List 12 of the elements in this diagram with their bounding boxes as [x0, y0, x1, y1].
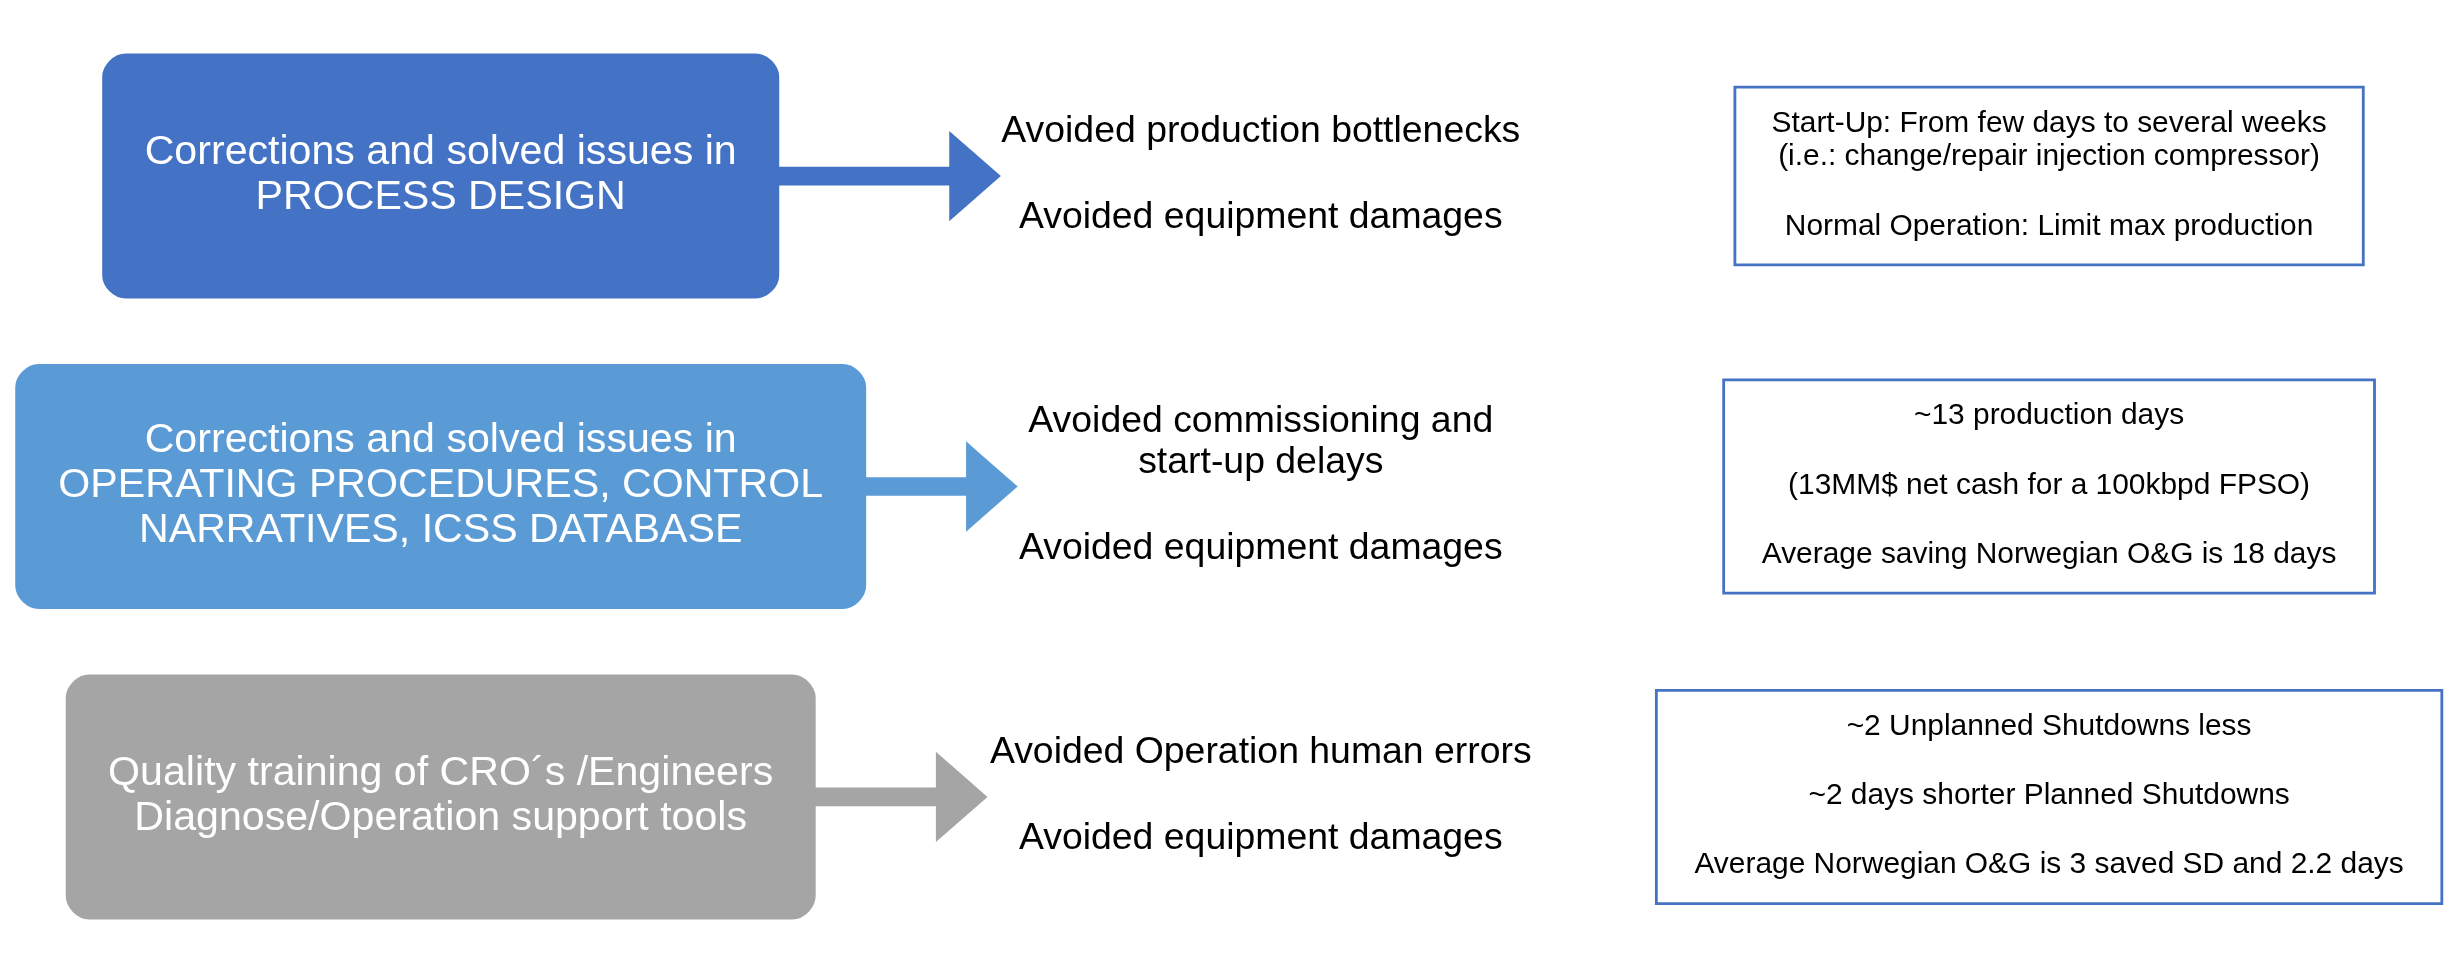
arrow	[865, 441, 1018, 532]
node-box: ~13 production days (13MM$ net cash for a 100kbpd FPSO) Average saving Norwegian O&G is 18 days	[1722, 378, 2376, 595]
node-text: Avoided production bottlenecks Avoided equipment damages	[1001, 108, 1521, 237]
node-box: Start-Up: From few days to several weeks (i.e.: change/repair injection compressor) Normal Operation: Limit max production	[1733, 85, 2365, 267]
arrow	[814, 751, 988, 843]
arrow	[778, 130, 1001, 222]
node-text: Avoided commissioning and start-up delays Avoided equipment damages	[1018, 398, 1503, 568]
node-box: ~2 Unplanned Shutdowns less ~2 days shorter Planned Shutdowns Average Norwegian O&G is 3 saved SD and 2.2 days	[1654, 688, 2444, 905]
node-box: Quality training of CRO´s /Engineers Diagnose/Operation support tools	[65, 674, 816, 920]
node-text: Avoided Operation human errors Avoided equipment damages	[989, 729, 1532, 858]
node-box: Corrections and solved issues in OPERATING PROCEDURES, CONTROL NARRATIVES, ICSS DATABASE	[15, 364, 867, 609]
node-box: Corrections and solved issues in PROCESS DESIGN	[102, 53, 780, 299]
